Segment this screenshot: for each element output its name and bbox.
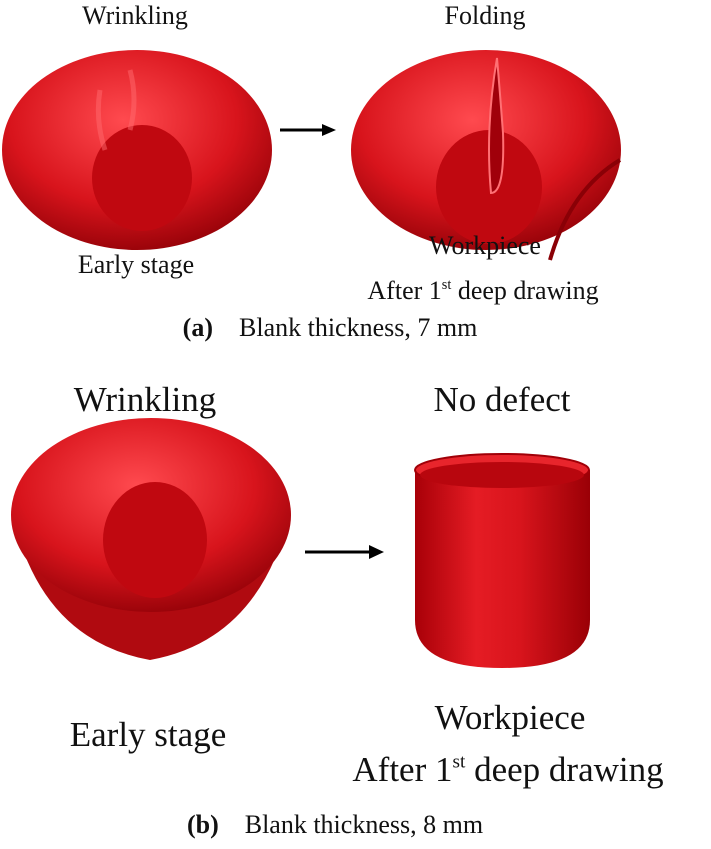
- label-early-stage-a: Early stage: [77, 250, 195, 279]
- arrow-icon: [305, 545, 384, 559]
- caption-text-a: Blank thickness, 7 mm: [239, 313, 478, 342]
- panel-label-b: (b): [186, 810, 219, 839]
- text: deep drawing: [451, 276, 599, 305]
- caption-b: (b) Blank thickness, 8 mm: [187, 812, 483, 838]
- arrow-icon: [280, 124, 336, 136]
- label-workpiece-b: Workpiece: [434, 698, 586, 737]
- label-after-drawing-a: After 1st deep drawing: [367, 278, 598, 304]
- superscript: st: [441, 277, 452, 293]
- text: After 1: [367, 276, 442, 305]
- text: After 1: [352, 750, 453, 789]
- bowl-folding-7mm: [351, 50, 622, 261]
- panel-label-a: (a): [182, 313, 213, 342]
- label-wrinkling-a: Wrinkling: [82, 1, 188, 30]
- superscript: st: [452, 751, 466, 773]
- bowl-wrinkling-8mm: [11, 418, 291, 660]
- label-workpiece-a: Workpiece: [429, 231, 541, 260]
- text: deep drawing: [465, 750, 664, 789]
- bowl-wrinkling-7mm: [2, 50, 272, 250]
- caption-text-b: Blank thickness, 8 mm: [244, 810, 484, 839]
- label-after-drawing-b: After 1st deep drawing: [352, 752, 663, 787]
- label-wrinkling-b: Wrinkling: [73, 380, 217, 419]
- caption-a: (a) Blank thickness, 7 mm: [183, 315, 478, 341]
- label-folding: Folding: [444, 1, 526, 30]
- label-early-stage-b: Early stage: [69, 715, 227, 754]
- cylinder-no-defect-8mm: [414, 453, 590, 668]
- label-no-defect: No defect: [433, 380, 571, 419]
